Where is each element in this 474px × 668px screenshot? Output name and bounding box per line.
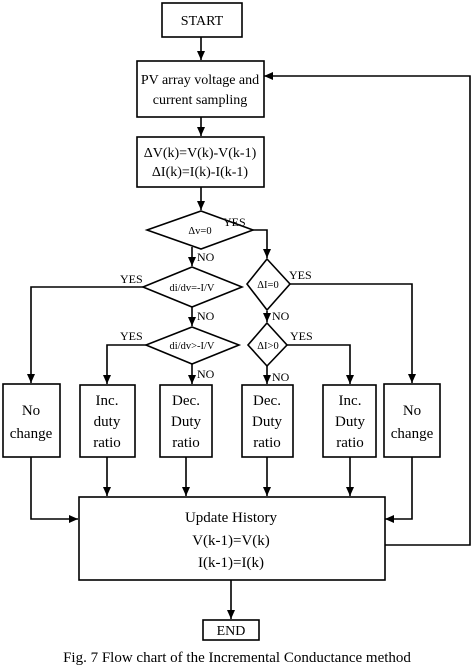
delta-box [136, 136, 265, 188]
end-box [202, 619, 260, 641]
decision-dv-diamond [144, 210, 256, 250]
edge-didv-eq-yes [27, 286, 143, 383]
update-history-v: V(k-1)=V(k) [192, 533, 270, 549]
yes-label-di-gt: YES [290, 329, 313, 343]
outcome-dec-duty-left [159, 384, 213, 458]
decision-di-gt-label: ΔI>0 [257, 341, 278, 352]
edge-di-gt-yes [287, 344, 354, 384]
end-label: END [217, 624, 246, 639]
no-label-didv-eq: NO [197, 309, 215, 323]
yes-label-didv-eq: YES [120, 272, 143, 286]
outcome-no-change-right [383, 383, 441, 458]
edge-di-yes [290, 283, 416, 383]
outcome-dec-duty-right [241, 384, 294, 458]
outcome-dec-duty-right-line2: Duty [252, 414, 283, 430]
outcome-inc-duty-right-line2: Duty [335, 414, 366, 430]
outcome-no-change-left-line1: No [22, 403, 40, 419]
yes-label-di: YES [289, 268, 312, 282]
decision-didv-gt-label: di/dv>-I/V [170, 341, 215, 352]
start-label: START [181, 14, 224, 29]
sampling-box [136, 60, 265, 118]
decision-didv-eq-diamond [140, 266, 245, 308]
outcome-no-change-left-line2: change [10, 426, 53, 442]
no-label-di: NO [272, 309, 290, 323]
decision-didv-eq-label: di/dv=-I/V [170, 283, 215, 294]
outcome-dec-duty-right-line3: ratio [253, 435, 281, 451]
update-history-title: Update History [185, 510, 278, 526]
outcome-inc-duty-left-line1: Inc. [96, 393, 119, 409]
outcome-dec-duty-left-line1: Dec. [172, 393, 200, 409]
outcome-inc-duty-left-line2: duty [94, 414, 121, 430]
edge-didv-gt-yes [103, 344, 146, 384]
outcome-dec-duty-right-line1: Dec. [253, 393, 281, 409]
sampling-label-line2: current sampling [153, 93, 247, 108]
outcome-no-change-right-line1: No [403, 403, 421, 419]
no-label-dv: NO [197, 250, 215, 264]
outcome-dec-duty-left-line3: ratio [172, 435, 200, 451]
decision-dv-label: Δv=0 [188, 226, 211, 237]
update-history-box [78, 496, 386, 581]
no-label-di-gt: NO [272, 370, 290, 384]
figure-caption: Fig. 7 Flow chart of the Incremental Con… [63, 650, 411, 666]
yes-label-dv: YES [223, 215, 246, 229]
outcome-no-change-right-line2: change [391, 426, 434, 442]
outcome-inc-duty-left-line3: ratio [93, 435, 121, 451]
outcome-inc-duty-right-line3: ratio [336, 435, 364, 451]
outcome-inc-duty-left [79, 384, 136, 458]
update-history-i: I(k-1)=I(k) [198, 555, 264, 571]
decision-di-diamond [245, 257, 292, 312]
delta-label-line2: ΔI(k)=I(k)-I(k-1) [152, 165, 249, 180]
outcome-inc-duty-right-line1: Inc. [339, 393, 362, 409]
edge-dv-yes [253, 229, 271, 258]
decision-di-gt-diamond [246, 321, 289, 368]
flow-connectors [27, 37, 471, 619]
edge-feedback-loop [264, 72, 471, 546]
delta-label-line1: ΔV(k)=V(k)-V(k-1) [144, 146, 257, 161]
outcome-no-change-left [2, 383, 61, 458]
start-box [161, 2, 243, 38]
edge-nochange-right-to-update [385, 457, 413, 523]
decision-di-label: ΔI=0 [257, 280, 278, 291]
edge-nochange-left-to-update [30, 457, 78, 523]
no-label-didv-gt: NO [197, 367, 215, 381]
yes-label-didv-gt: YES [120, 329, 143, 343]
outcome-inc-duty-right [322, 384, 377, 458]
outcome-dec-duty-left-line2: Duty [171, 414, 202, 430]
decision-didv-gt-diamond [143, 326, 242, 365]
sampling-label-line1: PV array voltage and [141, 73, 259, 88]
